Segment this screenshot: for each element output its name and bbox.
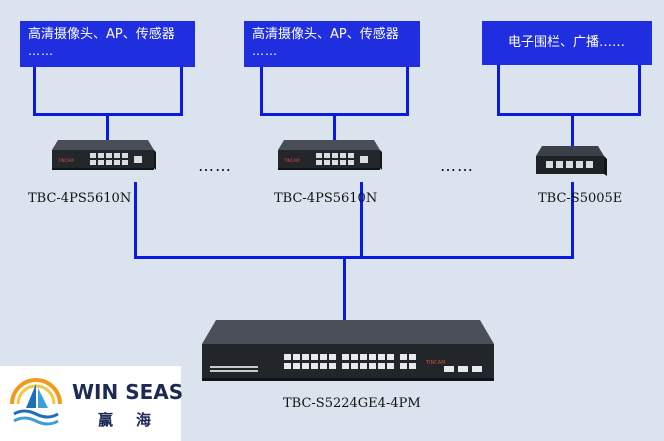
wire-left-box-down-b	[180, 67, 183, 115]
endpoint-box-left-line2: ……	[28, 44, 54, 58]
wire-middle-box-down-a	[260, 67, 263, 115]
logo-wordmark: WIN SEAS	[72, 380, 184, 404]
badge-core: TINCAM	[425, 360, 446, 366]
logo-cn-2: 海	[136, 411, 152, 429]
wire-middle-uplink	[360, 182, 363, 259]
endpoint-box-left-line1: 高清摄像头、AP、传感器	[28, 27, 175, 42]
logo-cn-1: 赢	[98, 411, 114, 429]
wire-left-box-down-a	[33, 67, 36, 115]
endpoint-box-right-line1: 电子围栏、广播……	[508, 35, 626, 50]
endpoint-box-right: 电子围栏、广播……	[482, 21, 652, 65]
device-label-middle: TBC-4PS5610N	[274, 191, 378, 206]
wire-right-drop	[571, 114, 574, 146]
wire-right-uplink	[571, 182, 574, 259]
ellipsis-1: ……	[198, 156, 232, 175]
device-label-core: TBC-S5224GE4-4PM	[283, 396, 421, 411]
badge-left: TINCAM	[57, 158, 74, 163]
device-label-left: TBC-4PS5610N	[28, 191, 132, 206]
core-switch-icon: TINCAM	[202, 320, 494, 381]
wire-right-box-down-a	[497, 65, 500, 115]
logo-mark-icon	[10, 378, 62, 426]
wire-middle-box-down-b	[406, 67, 409, 115]
wire-right-horizontal	[497, 113, 641, 116]
switch-right-icon	[536, 146, 607, 176]
poe-switch-left-icon: TINCAM	[52, 140, 156, 170]
wire-right-box-down-b	[638, 65, 641, 115]
wire-aggregation-bus	[134, 256, 574, 259]
endpoint-box-middle-line2: ……	[252, 44, 278, 58]
ellipsis-2: ……	[440, 156, 474, 175]
wire-left-uplink	[134, 182, 137, 259]
endpoint-box-middle: 高清摄像头、AP、传感器 ……	[244, 21, 420, 67]
badge-middle: TINCAM	[283, 158, 300, 163]
endpoint-box-left: 高清摄像头、AP、传感器 ……	[20, 21, 195, 67]
endpoint-box-middle-line1: 高清摄像头、AP、传感器	[252, 27, 399, 42]
wire-left-drop	[106, 114, 109, 144]
logo: WIN SEAS 赢 海	[0, 366, 184, 441]
poe-switch-middle-icon: TINCAM	[278, 140, 382, 170]
device-label-right: TBC-S5005E	[538, 191, 623, 206]
wire-middle-drop	[333, 114, 336, 144]
wire-core-drop	[343, 257, 346, 322]
